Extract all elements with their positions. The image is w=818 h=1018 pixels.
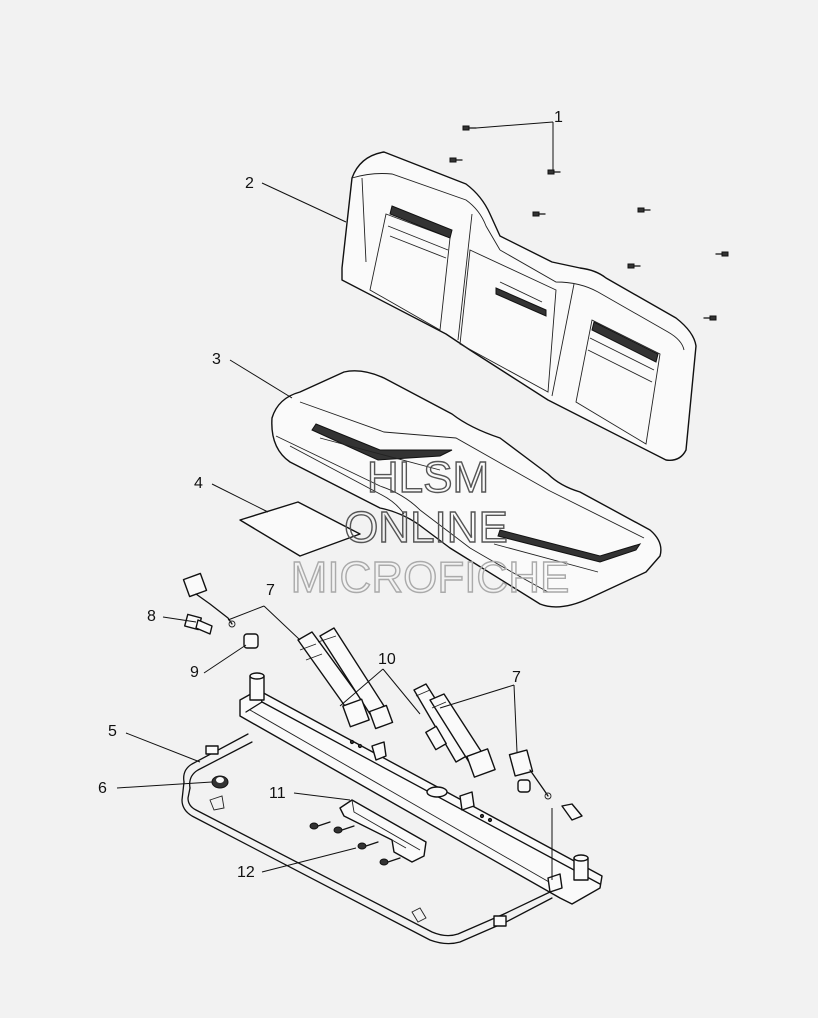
callout-8: 8 — [147, 608, 156, 625]
screw-icon — [333, 825, 355, 834]
screw-icon — [637, 207, 651, 213]
bolt-icon — [183, 613, 213, 635]
screw-icon — [547, 169, 561, 175]
screw-icon — [703, 315, 717, 321]
screw-icon — [357, 841, 379, 850]
callout-labels: 1 2 3 4 5 6 7 7 8 9 10 11 12 — [98, 109, 563, 881]
screw-icon — [715, 251, 729, 257]
seat-bottom — [271, 370, 662, 608]
nut-icon — [243, 633, 259, 649]
callout-1: 1 — [554, 109, 563, 126]
screw-fasteners-12 — [309, 821, 401, 866]
seat-belt-left-buckle — [182, 572, 236, 628]
seat-belt-retractor-right — [413, 683, 496, 778]
callout-7-right: 7 — [512, 669, 521, 686]
seat-belt-retractor-left — [297, 627, 394, 730]
latch-handle — [339, 799, 427, 863]
screw-icon — [462, 125, 477, 131]
watermark-line-3: MICROFICHE — [291, 553, 570, 602]
screw-icon — [627, 263, 641, 269]
leader-lines — [116, 121, 554, 880]
seat-frame-tube — [181, 733, 553, 945]
seat-belt-right-buckle — [508, 749, 552, 800]
nut-icon — [517, 779, 531, 793]
watermark-line-2: ONLINE — [344, 503, 508, 552]
callout-11: 11 — [269, 785, 286, 802]
seat-support-beam — [239, 672, 603, 905]
watermark: HLSM ONLINE MICROFICHE — [290, 452, 570, 602]
callout-10: 10 — [378, 651, 396, 668]
callout-5: 5 — [108, 723, 117, 740]
callout-9: 9 — [190, 664, 199, 681]
screw-icon — [449, 157, 463, 163]
watermark-line-1: HLSM — [367, 453, 489, 502]
screw-fasteners — [449, 125, 729, 321]
callout-3: 3 — [212, 351, 221, 368]
screw-icon — [309, 821, 331, 830]
callout-7-left: 7 — [266, 582, 275, 599]
seat-back — [341, 151, 697, 461]
callout-4: 4 — [194, 475, 203, 492]
callout-2: 2 — [245, 175, 254, 192]
callout-12: 12 — [237, 864, 255, 881]
screw-icon — [532, 211, 546, 217]
bolt-icon — [561, 803, 583, 821]
label-decal — [239, 501, 361, 557]
callout-6: 6 — [98, 780, 107, 797]
grommet-icon — [211, 775, 229, 789]
screw-icon — [379, 857, 401, 866]
